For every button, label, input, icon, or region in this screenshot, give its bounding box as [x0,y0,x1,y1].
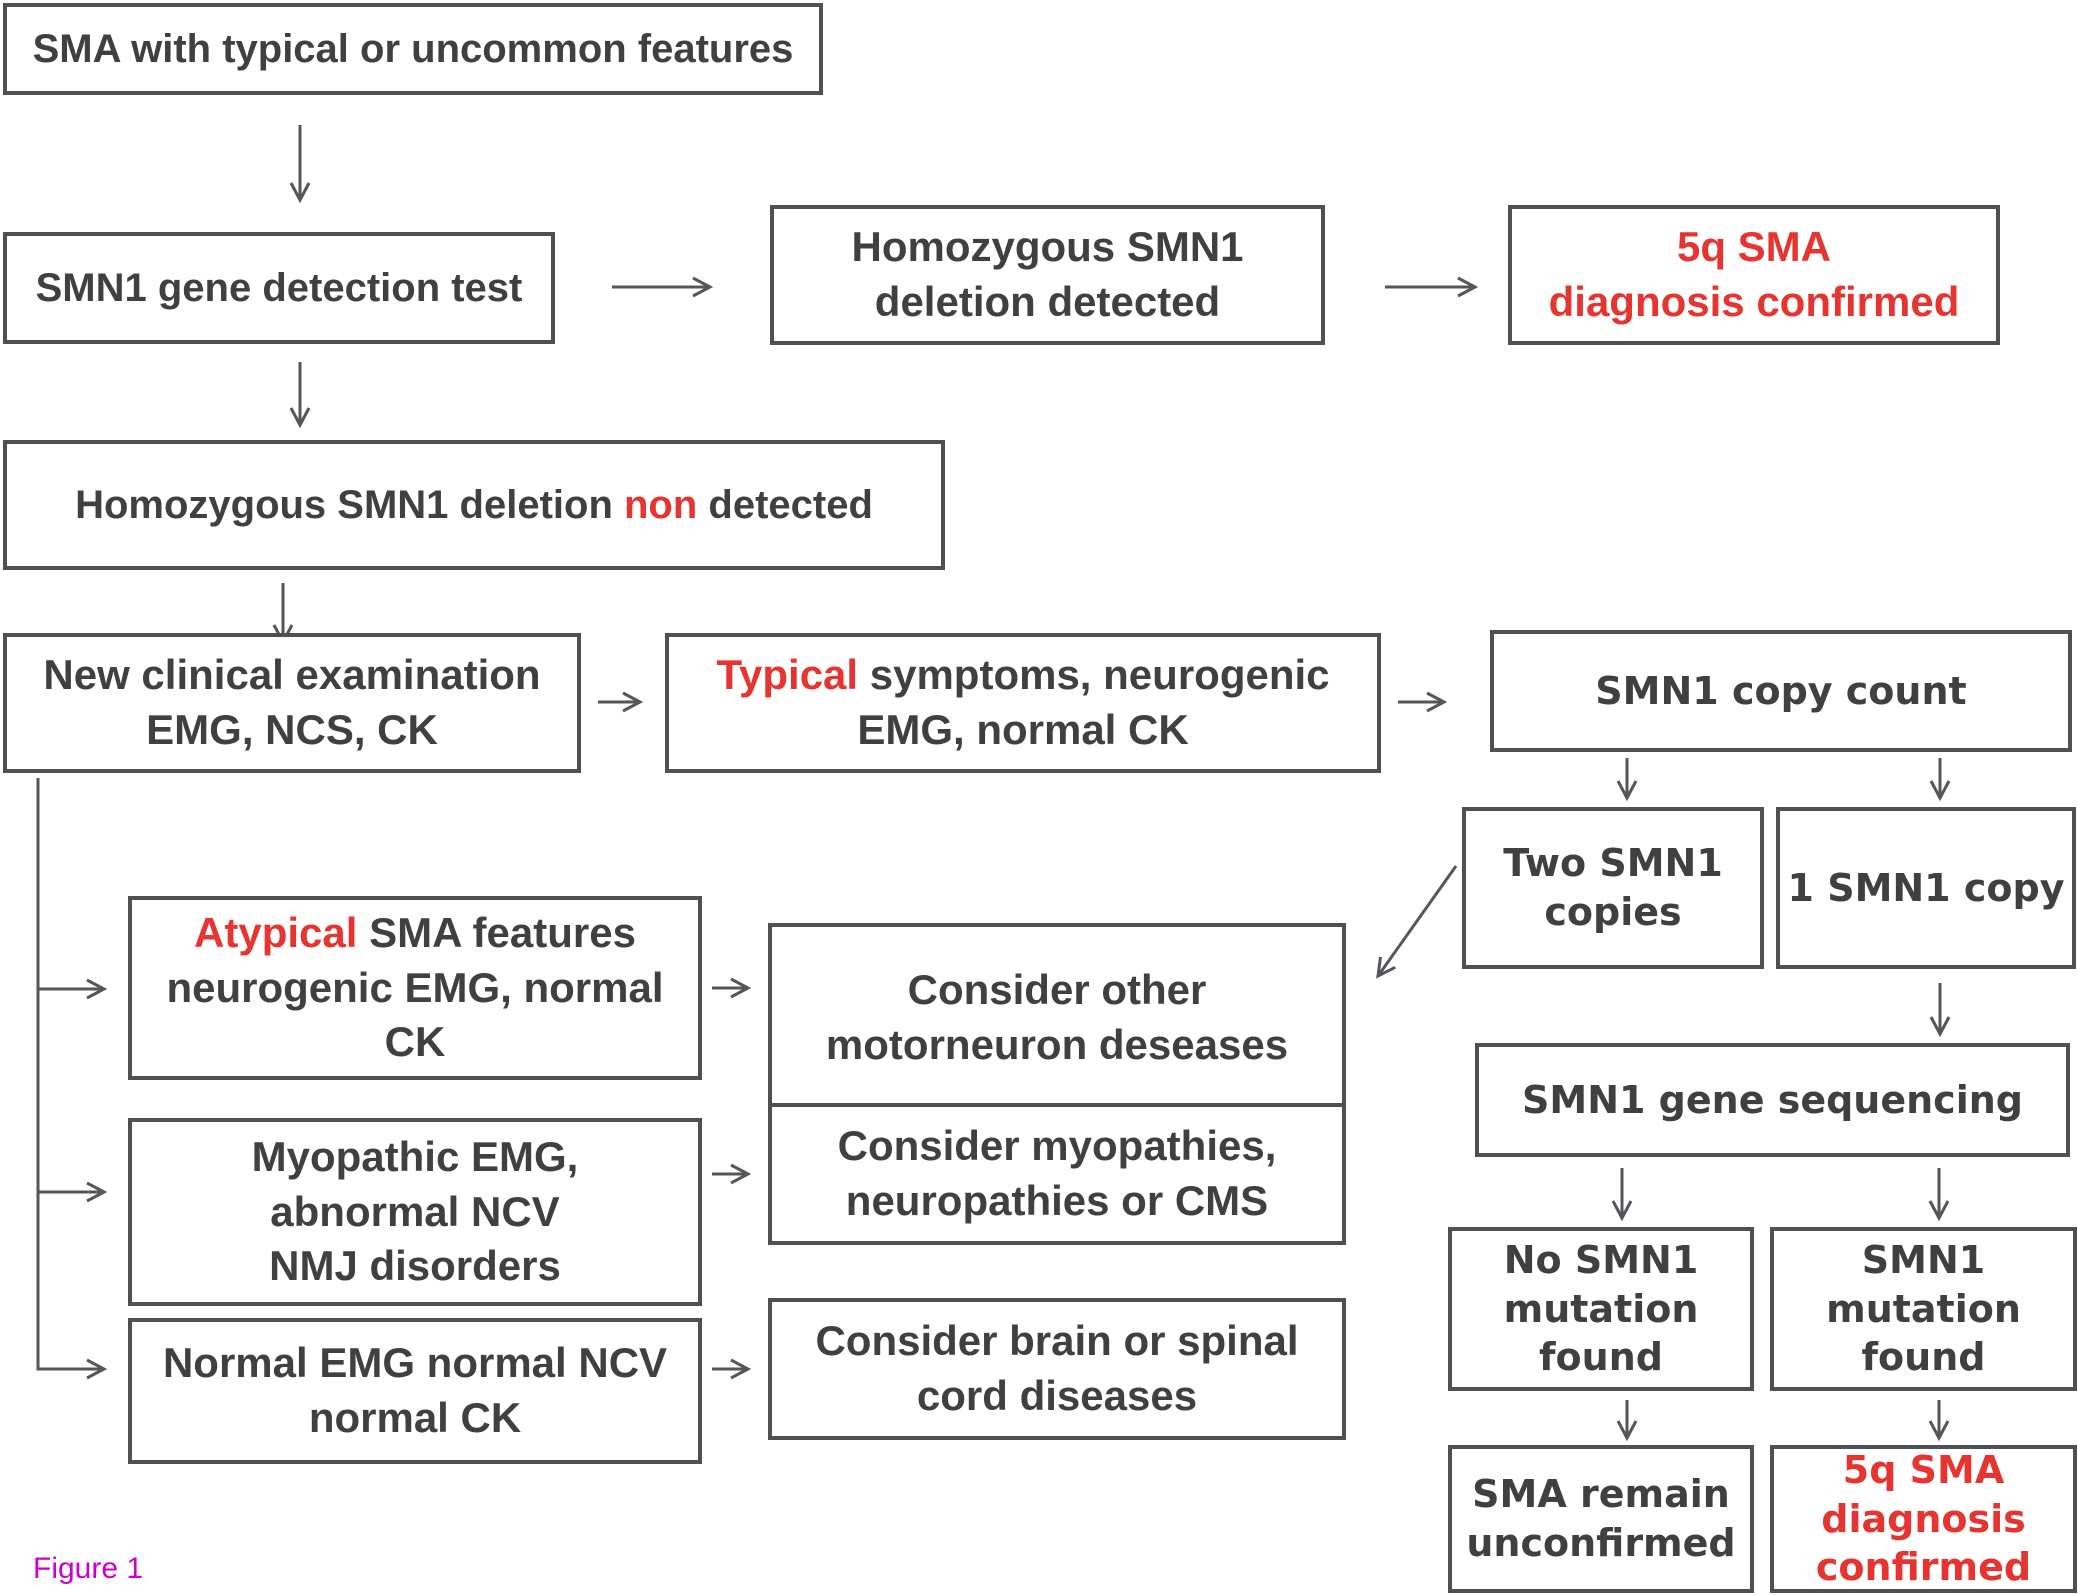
node-gene-sequencing: SMN1 gene sequencing [1475,1043,2070,1157]
node-new-exam-line2: EMG, NCS, CK [146,706,438,753]
non-detected-red-word: non [624,483,698,527]
node-consider-myopathies-line1: Consider myopathies, [837,1122,1277,1170]
node-one-copy: 1 SMN1 copy [1776,807,2076,969]
node-5q-confirmed-bottom-line2: diagnosis [1821,1496,2026,1541]
node-5q-confirmed-bottom-line1: 5q SMA [1842,1448,2005,1493]
node-mutation-found: SMN1 mutation found [1770,1227,2077,1391]
node-myopathic-line2: abnormal NCV [270,1187,560,1235]
node-mutation-found-line2: mutation [1826,1286,2021,1331]
node-mutation-found-line1: SMN1 [1861,1238,1986,1283]
node-consider-myopathies-line2: neuropathies or CMS [845,1177,1269,1224]
atypical-red-word: Atypical [194,909,358,957]
node-no-mutation-line2: mutation [1503,1286,1699,1331]
node-normal-emg-line2: normal CK [308,1394,522,1441]
node-consider-myopathies: Consider myopathies, neuropathies or CMS [768,1103,1346,1245]
node-consider-motorneuron-line2: motorneuron deseases [825,1021,1289,1068]
figure-caption: Figure 1 [33,1552,144,1585]
node-two-copies: Two SMN1 copies [1462,807,1764,969]
node-5q-confirmed-top-line2: diagnosis confirmed [1548,278,1960,325]
typical-red-word: Typical [716,651,859,699]
node-5q-confirmed-bottom-line3: confirmed [1815,1545,2032,1590]
node-atypical-line3: CK [384,1018,446,1066]
node-myopathic-line1: Myopathic EMG, [251,1133,579,1181]
node-5q-confirmed-bottom: 5q SMA diagnosis confirmed [1770,1445,2077,1593]
arrow-two-copies-to-motorneuron [1376,865,1458,979]
atypical-line1-rest: SMA features [357,909,636,957]
node-two-copies-line1: Two SMN1 [1503,841,1723,886]
non-detected-pre: Homozygous SMN1 deletion [75,483,624,527]
node-typical-symptoms-line2: EMG, normal CK [857,706,1189,753]
node-gene-detection-test: SMN1 gene detection test [3,232,555,344]
node-normal-emg: Normal EMG normal NCV normal CK [128,1318,702,1464]
non-detected-post: detected [697,483,873,527]
node-deletion-non-detected-text: Homozygous SMN1 deletion non detected [75,479,873,531]
node-two-copies-line2: copies [1544,890,1682,934]
node-sma-unconfirmed: SMA remain unconfirmed [1448,1445,1754,1593]
node-consider-motorneuron-line1: Consider other [907,966,1207,1014]
node-deletion-non-detected: Homozygous SMN1 deletion non detected [3,440,945,570]
node-consider-brain-line1: Consider brain or spinal [815,1317,1299,1365]
node-one-copy-text: 1 SMN1 copy [1787,865,2065,910]
node-sma-features: SMA with typical or uncommon features [3,3,823,95]
arrow-rail-to-normal-emg [36,778,108,1380]
node-deletion-detected-line1: Homozygous SMN1 [851,223,1244,271]
node-typical-symptoms: Typical symptoms, neurogenic EMG, normal… [665,633,1381,773]
node-deletion-detected-line2: deletion detected [874,278,1221,325]
node-myopathic-line3: NMJ disorders [269,1242,561,1290]
node-gene-sequencing-text: SMN1 gene sequencing [1522,1077,2023,1122]
node-mutation-found-line3: found [1861,1335,1986,1380]
node-copy-count: SMN1 copy count [1490,630,2072,752]
node-myopathic: Myopathic EMG, abnormal NCV NMJ disorder… [128,1118,702,1306]
node-consider-brain: Consider brain or spinal cord diseases [768,1298,1346,1440]
node-5q-confirmed-top-line1: 5q SMA [1676,223,1831,271]
node-atypical-features: Atypical SMA features neurogenic EMG, no… [128,896,702,1080]
node-5q-confirmed-top: 5q SMA diagnosis confirmed [1508,205,2000,345]
node-sma-unconfirmed-line1: SMA remain [1472,1472,1730,1517]
node-atypical-line1: Atypical SMA features [194,906,636,961]
node-sma-unconfirmed-line2: unconfirmed [1466,1521,1736,1565]
node-deletion-detected: Homozygous SMN1 deletion detected [770,205,1325,345]
node-copy-count-text: SMN1 copy count [1595,668,1967,713]
node-normal-emg-line1: Normal EMG normal NCV [162,1339,668,1387]
node-atypical-line2: neurogenic EMG, normal [166,963,664,1011]
typical-line1-rest: symptoms, neurogenic [858,651,1330,699]
node-no-mutation-line1: No SMN1 [1503,1238,1699,1283]
node-consider-motorneuron: Consider other motorneuron deseases [768,923,1346,1113]
node-gene-detection-test-text: SMN1 gene detection test [35,266,523,310]
node-no-mutation-found: No SMN1 mutation found [1448,1227,1754,1391]
node-typical-symptoms-line1: Typical symptoms, neurogenic [716,648,1329,703]
node-no-mutation-line3: found [1539,1335,1663,1380]
node-sma-features-text: SMA with typical or uncommon features [32,27,794,71]
node-consider-brain-line2: cord diseases [916,1372,1198,1419]
node-new-exam: New clinical examination EMG, NCS, CK [3,633,581,773]
node-new-exam-line1: New clinical examination [43,651,541,699]
